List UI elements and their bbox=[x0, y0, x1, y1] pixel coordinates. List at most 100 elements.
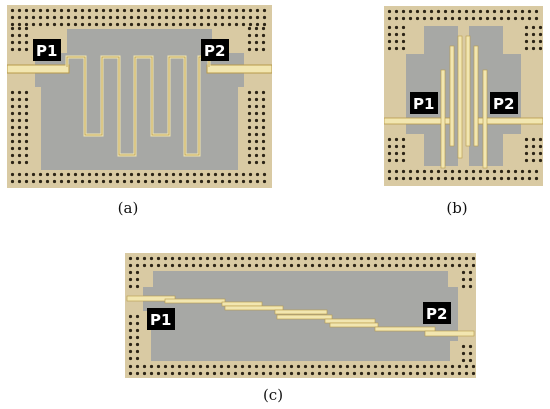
via-hole bbox=[401, 144, 406, 149]
via-hole bbox=[450, 16, 455, 21]
via-hole bbox=[135, 356, 140, 361]
via-hole bbox=[45, 8, 50, 13]
via-hole bbox=[422, 9, 427, 14]
via-hole bbox=[527, 16, 532, 21]
via-hole bbox=[531, 144, 536, 149]
via-hole bbox=[184, 263, 189, 268]
via-hole bbox=[338, 364, 343, 369]
via-hole bbox=[135, 371, 140, 376]
via-hole bbox=[380, 263, 385, 268]
via-hole bbox=[164, 172, 169, 177]
via-hole bbox=[524, 158, 529, 163]
coupled-line bbox=[329, 322, 379, 328]
via-hole bbox=[24, 111, 29, 116]
via-hole bbox=[87, 22, 92, 27]
via-hole bbox=[394, 16, 399, 21]
via-hole bbox=[394, 46, 399, 51]
via-hole bbox=[24, 160, 29, 165]
via-hole bbox=[303, 371, 308, 376]
via-hole bbox=[128, 284, 133, 289]
via-hole bbox=[254, 139, 259, 144]
via-hole bbox=[485, 16, 490, 21]
via-hole bbox=[206, 15, 211, 20]
via-hole bbox=[59, 15, 64, 20]
chip-photo-b: P1 P2 bbox=[384, 6, 543, 186]
via-hole bbox=[199, 172, 204, 177]
via-hole bbox=[241, 22, 246, 27]
via-hole bbox=[212, 371, 217, 376]
via-hole bbox=[191, 256, 196, 261]
via-hole bbox=[108, 15, 113, 20]
via-hole bbox=[66, 15, 71, 20]
via-hole bbox=[240, 256, 245, 261]
via-hole bbox=[10, 172, 15, 177]
via-hole bbox=[171, 179, 176, 184]
via-hole bbox=[135, 314, 140, 319]
via-hole bbox=[289, 371, 294, 376]
coupled-line bbox=[274, 309, 328, 315]
via-hole bbox=[24, 33, 29, 38]
via-hole bbox=[17, 40, 22, 45]
caption-c: (c) bbox=[262, 386, 284, 404]
via-hole bbox=[163, 263, 168, 268]
via-hole bbox=[262, 15, 267, 20]
via-hole bbox=[387, 151, 392, 156]
resonator bbox=[465, 35, 471, 147]
chip-photo-a: P1 P2 bbox=[7, 5, 272, 188]
via-hole bbox=[538, 151, 543, 156]
via-hole bbox=[387, 46, 392, 51]
via-hole bbox=[108, 179, 113, 184]
via-hole bbox=[184, 364, 189, 369]
via-hole bbox=[289, 256, 294, 261]
via-hole bbox=[128, 263, 133, 268]
via-hole bbox=[457, 371, 462, 376]
via-hole bbox=[122, 179, 127, 184]
via-hole bbox=[45, 22, 50, 27]
via-hole bbox=[115, 172, 120, 177]
via-hole bbox=[464, 176, 469, 181]
via-hole bbox=[234, 172, 239, 177]
via-hole bbox=[24, 40, 29, 45]
via-hole bbox=[164, 22, 169, 27]
via-hole bbox=[143, 179, 148, 184]
via-hole bbox=[262, 22, 267, 27]
via-hole bbox=[59, 179, 64, 184]
via-hole bbox=[10, 125, 15, 130]
via-hole bbox=[415, 176, 420, 181]
via-hole bbox=[247, 125, 252, 130]
via-hole bbox=[408, 371, 413, 376]
via-hole bbox=[234, 22, 239, 27]
via-hole bbox=[233, 263, 238, 268]
via-hole bbox=[254, 111, 259, 116]
via-hole bbox=[206, 172, 211, 177]
via-hole bbox=[261, 146, 266, 151]
via-hole bbox=[450, 169, 455, 174]
via-hole bbox=[73, 15, 78, 20]
via-hole bbox=[31, 179, 36, 184]
via-hole bbox=[261, 125, 266, 130]
via-hole bbox=[436, 169, 441, 174]
via-hole bbox=[268, 263, 273, 268]
via-hole bbox=[366, 263, 371, 268]
via-hole bbox=[164, 15, 169, 20]
via-hole bbox=[10, 160, 15, 165]
via-hole bbox=[443, 364, 448, 369]
via-hole bbox=[513, 176, 518, 181]
via-hole bbox=[457, 176, 462, 181]
via-hole bbox=[73, 179, 78, 184]
via-hole bbox=[387, 256, 392, 261]
via-hole bbox=[254, 153, 259, 158]
via-hole bbox=[73, 22, 78, 27]
via-hole bbox=[24, 47, 29, 52]
via-hole bbox=[66, 172, 71, 177]
via-hole bbox=[317, 371, 322, 376]
via-hole bbox=[359, 364, 364, 369]
via-hole bbox=[464, 263, 469, 268]
via-hole bbox=[527, 176, 532, 181]
via-hole bbox=[436, 256, 441, 261]
via-hole bbox=[142, 371, 147, 376]
via-hole bbox=[282, 371, 287, 376]
via-hole bbox=[247, 160, 252, 165]
via-hole bbox=[178, 8, 183, 13]
via-hole bbox=[401, 39, 406, 44]
